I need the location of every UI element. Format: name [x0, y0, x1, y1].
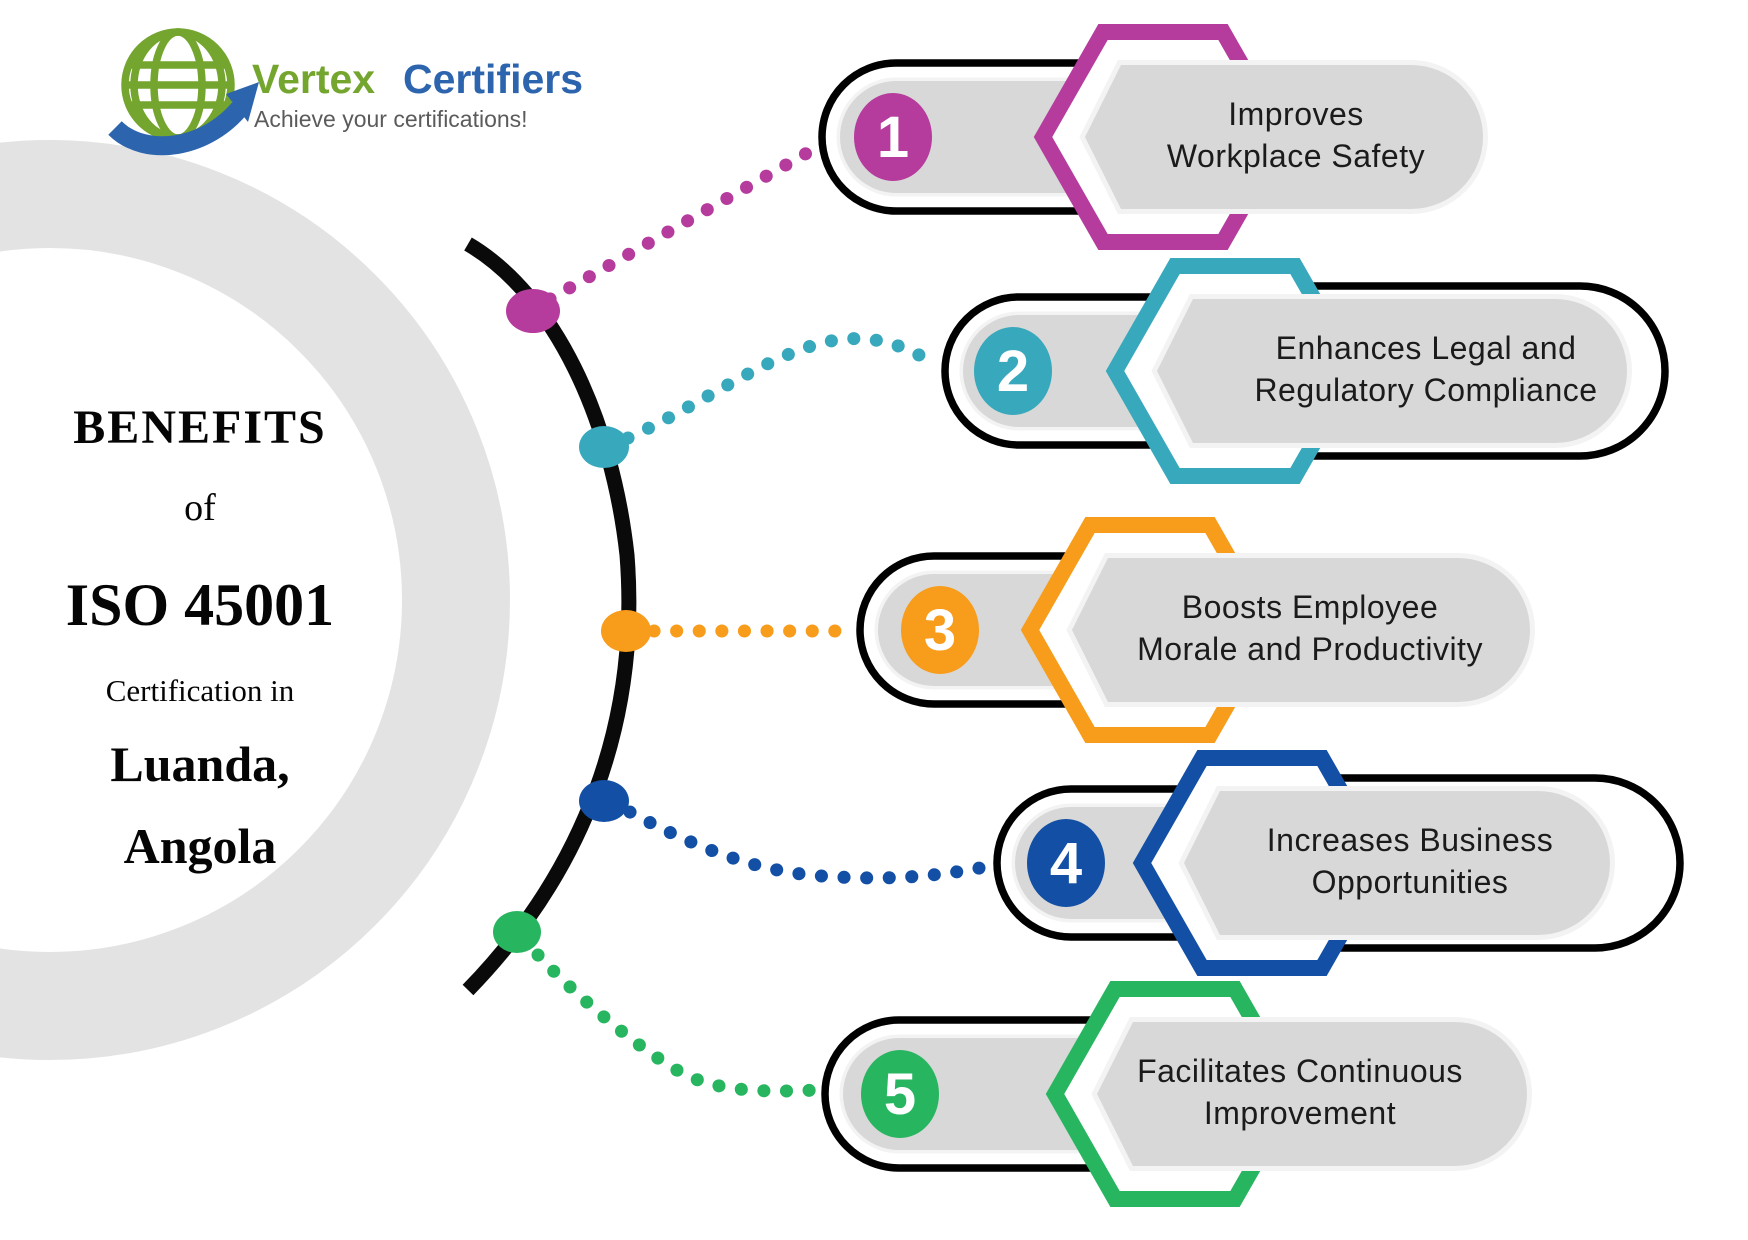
title-ring [0, 140, 510, 1060]
benefit-row-2: 2 Enhances Legal and Regulatory Complian… [941, 258, 1669, 484]
row3-number-badge [901, 586, 979, 674]
brand-tagline: Achieve your certifications! [254, 106, 528, 132]
row1-number: 1 [877, 105, 909, 170]
connector-dotted-5 [531, 948, 825, 1098]
row2-label-line2: Regulatory Compliance [1254, 372, 1597, 408]
row5-label-plate [1091, 1017, 1532, 1171]
timeline-node-2 [579, 426, 629, 468]
row1-number-badge [854, 93, 932, 181]
row5-number-badge [861, 1050, 939, 1138]
timeline-node-5 [493, 911, 541, 953]
row1-label-line1: Improves [1228, 96, 1364, 132]
row4-label-line1: Increases Business [1267, 822, 1553, 858]
timeline-node-3 [601, 610, 651, 652]
row3-number: 3 [924, 598, 956, 663]
title-line-certification: Certification in [106, 673, 295, 708]
row3-label-plate [1066, 553, 1535, 707]
row1-label-plate [1079, 60, 1488, 214]
title-block: BENEFITS of ISO 45001 Certification in L… [66, 401, 334, 874]
title-line-benefits: BENEFITS [73, 401, 326, 454]
row2-number: 2 [997, 339, 1029, 404]
title-line-iso: ISO 45001 [66, 572, 334, 638]
row4-number-badge [1027, 819, 1105, 907]
benefit-row-4: 4 Increases Business Opportunities [993, 750, 1684, 976]
row5-label-line2: Improvement [1204, 1095, 1396, 1131]
row2-number-badge [974, 327, 1052, 415]
connector-dotted-4 [623, 805, 997, 885]
row1-label-line2: Workplace Safety [1167, 138, 1425, 174]
row4-label-line2: Opportunities [1312, 864, 1509, 900]
benefit-row-3: 3 Boosts Employee Morale and Productivit… [856, 517, 1535, 743]
row2-label-plate [1151, 294, 1632, 448]
benefit-row-5: 5 Facilitates Continuous Improvement [821, 981, 1532, 1207]
connector-dotted-1 [543, 142, 821, 306]
timeline-node-1 [506, 289, 560, 333]
row3-label-line2: Morale and Productivity [1137, 631, 1483, 667]
brand-name-part1: Vertex [252, 56, 375, 102]
row4-label-plate [1178, 786, 1615, 940]
brand-name-part2: Certifiers [403, 56, 583, 102]
arrow-swoosh-icon [108, 82, 259, 156]
benefit-row-1: 1 Improves Workplace Safety [818, 24, 1488, 250]
title-line-city: Luanda, [110, 736, 289, 792]
row3-label-line1: Boosts Employee [1182, 589, 1439, 625]
row5-number: 5 [884, 1062, 916, 1127]
connector-dotted-2 [621, 332, 945, 445]
row5-label-line1: Facilitates Continuous [1137, 1053, 1463, 1089]
row2-label-line1: Enhances Legal and [1276, 330, 1577, 366]
title-line-country: Angola [124, 818, 277, 874]
title-line-of: of [184, 487, 216, 529]
timeline-node-4 [579, 780, 629, 822]
brand-logo: Vertex Certifiers Achieve your certifica… [108, 28, 583, 156]
row4-number: 4 [1050, 831, 1082, 896]
